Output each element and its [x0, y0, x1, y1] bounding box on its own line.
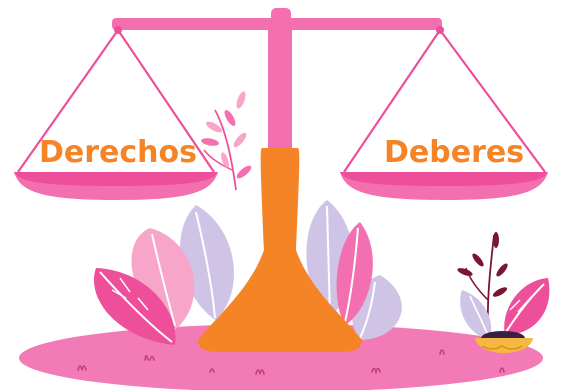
- leaf-plant-icon: [460, 278, 550, 340]
- scale-knob: [271, 8, 291, 24]
- leaf-plant-icon: [93, 228, 195, 345]
- balance-scale-icon: [14, 8, 548, 352]
- scale-base: [198, 148, 362, 352]
- leaf-plant-icon: [336, 222, 373, 325]
- right-pan-label: Deberes: [384, 135, 525, 170]
- bowl-icon: [475, 331, 533, 353]
- branch-plant-icon: [201, 91, 252, 191]
- scale-pole: [268, 22, 292, 152]
- ground-ellipse: [19, 324, 543, 390]
- grass-tufts: [77, 349, 505, 375]
- left-pan-label: Derechos: [39, 135, 197, 170]
